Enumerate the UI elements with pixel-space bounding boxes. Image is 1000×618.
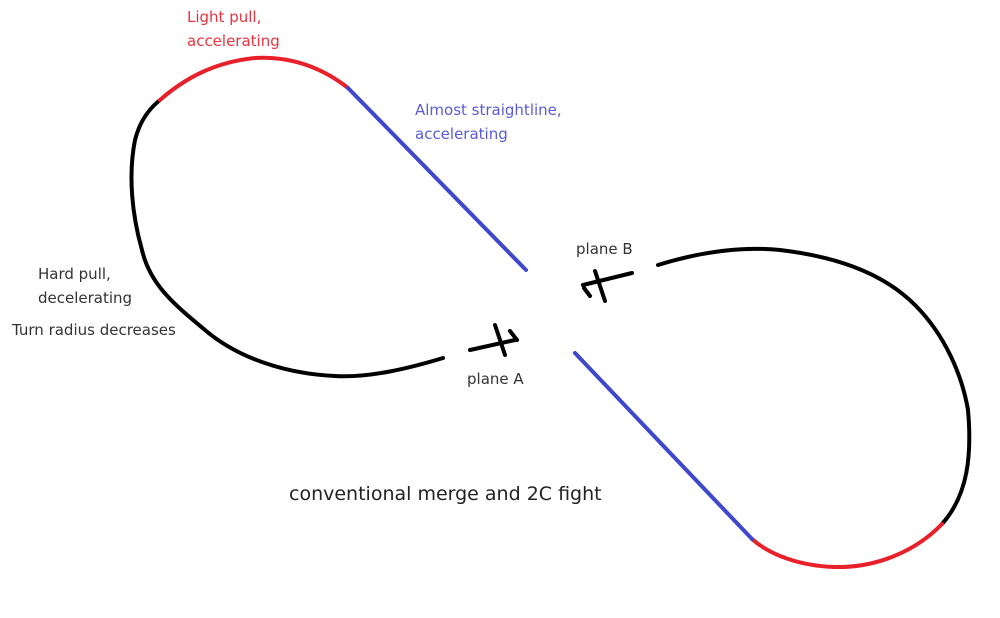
left-loop-straight-segment <box>346 86 528 272</box>
turn-radius-label: Turn radius decreases <box>12 321 176 339</box>
right-loop-light-pull-segment <box>750 522 944 570</box>
right-loop-hard-pull-segment <box>656 246 972 526</box>
straight-line1: Almost straightline, <box>415 101 562 119</box>
plane-a-label: plane A <box>467 370 524 388</box>
right-loop-straight-segment <box>573 351 754 541</box>
hard-pull-line1: Hard pull, <box>38 265 111 283</box>
straight-label: Almost straightline, accelerating <box>415 98 562 146</box>
light-pull-line2: accelerating <box>187 32 280 50</box>
plane-b-label: plane B <box>576 240 633 258</box>
hard-pull-label: Hard pull, decelerating <box>38 262 132 310</box>
hard-pull-line2: decelerating <box>38 289 133 307</box>
left-loop-hard-pull-segment <box>129 98 445 379</box>
plane-a-icon <box>468 323 519 357</box>
light-pull-label: Light pull, accelerating <box>187 5 280 53</box>
light-pull-line1: Light pull, <box>187 8 262 26</box>
straight-line2: accelerating <box>415 125 508 143</box>
plane-b-icon <box>581 269 634 303</box>
left-loop-light-pull-segment <box>158 55 350 102</box>
diagram-title: conventional merge and 2C fight <box>289 483 602 505</box>
